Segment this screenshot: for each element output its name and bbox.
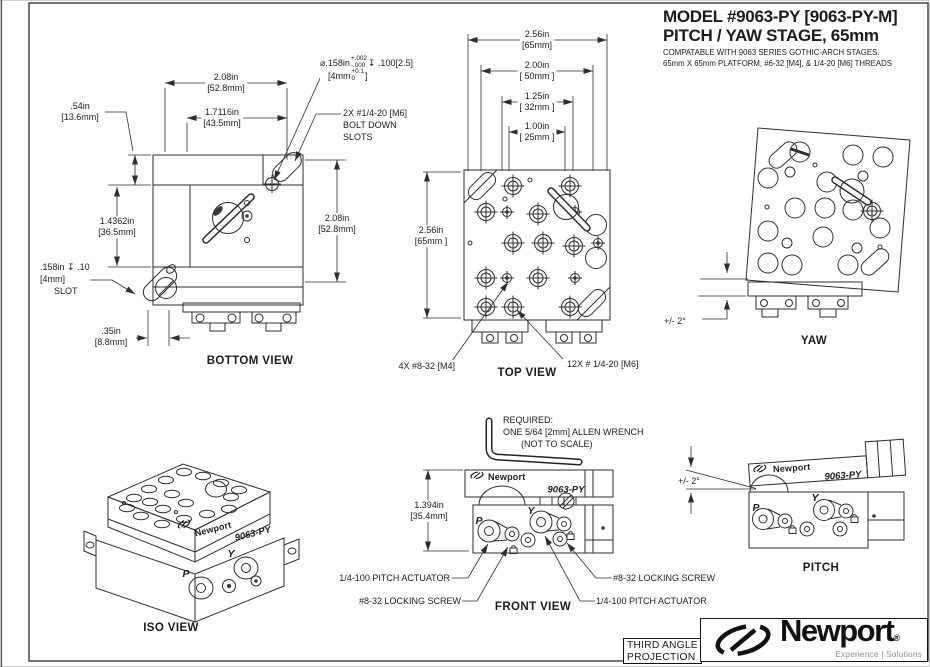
bottom-dim-offset: .54in [13.6mm] xyxy=(59,101,101,123)
bottom-dim-width-2: 1.7116in [43.5mm] xyxy=(201,107,243,129)
front-callout-lock-left: #8-32 LOCKING SCREW xyxy=(358,594,461,608)
top-view-label: TOP VIEW xyxy=(497,367,557,379)
yaw-view-label: YAW xyxy=(800,335,828,347)
pitch-knob-p-label: P xyxy=(752,502,760,514)
iso-knob-y-label: Y xyxy=(227,548,235,560)
title-note-1: COMPATABLE WITH 9063 SERIES GOTHIC-ARCH … xyxy=(663,48,880,58)
front-callout-lock-right: #8-32 LOCKING SCREW xyxy=(613,571,716,585)
title-block: MODEL #9063-PY [9063-PY-M] PITCH / YAW S… xyxy=(663,7,925,69)
front-callout-pitch-left: 1/4-100 PITCH ACTUATOR xyxy=(339,571,450,585)
product-title: PITCH / YAW STAGE, 65mm xyxy=(663,25,879,45)
front-callout-pitch-right: 1/4-100 PITCH ACTUATOR xyxy=(596,594,707,608)
title-note-2: 65mm X 65mm PLATFORM, #6-32 [M4], & 1/4-… xyxy=(663,58,892,68)
model-title: MODEL #9063-PY [9063-PY-M] xyxy=(663,7,898,26)
newport-swoosh-icon xyxy=(715,623,771,657)
pitch-knob-y-label: Y xyxy=(811,492,819,504)
front-view-linework xyxy=(464,417,614,554)
front-view-brand-swoosh-icon xyxy=(469,471,485,480)
bottom-hole-callout: ⌀.158in +.002 -.000 ↧ .100[2.5] [4mm +0.… xyxy=(320,55,413,83)
front-dim-height: 1.394in [35.4mm] xyxy=(408,500,450,522)
bottom-dim-height-right: 2.08in [52.8mm] xyxy=(316,213,358,235)
bottom-dim-width: 2.08in [52.8mm] xyxy=(205,72,247,94)
front-model: 9063-PY xyxy=(547,484,585,496)
newport-wordmark: Newport® xyxy=(780,613,901,648)
front-knob-y-label: Y xyxy=(527,505,535,517)
registered-mark: ® xyxy=(893,633,901,643)
top-note-m4: 4X #8-32 [M4] xyxy=(398,359,455,373)
bottom-view-linework xyxy=(142,152,304,332)
front-view-dimensions xyxy=(423,469,612,602)
top-dim-side: 2.56in [65mm ] xyxy=(412,225,450,247)
top-view-linework xyxy=(463,169,611,344)
title-notes: COMPATABLE WITH 9063 SERIES GOTHIC-ARCH … xyxy=(663,48,925,69)
bottom-slot-note: .158in ↧ .10 [4mm] SLOT xyxy=(40,261,90,298)
bottom-dim-foot: .35in [8.8mm] xyxy=(92,326,130,348)
iso-view-label: ISO VIEW xyxy=(143,622,199,634)
newport-tagline: Experience | Solutions xyxy=(835,649,922,659)
iso-knob-p-label: P xyxy=(182,568,190,580)
yaw-view-linework xyxy=(745,127,911,318)
pitch-view-angle-callout xyxy=(685,446,757,514)
top-note-m6: 12X # 1/4-20 [M6] xyxy=(567,357,639,371)
top-dim-50: 2.00in [ 50mm ] xyxy=(517,60,557,82)
top-dim-65: 2.56in [65mm] xyxy=(519,29,555,51)
pitch-view-linework xyxy=(747,438,907,549)
front-view-label: FRONT VIEW xyxy=(494,601,572,613)
top-dim-32: 1.25in [ 32mm ] xyxy=(517,91,557,113)
front-brand: Newport xyxy=(488,472,526,482)
pitch-angle: +/- 2° xyxy=(678,474,700,488)
bottom-bolt-slot-note: 2X #1/4-20 [M6] BOLT DOWN SLOTS xyxy=(343,107,408,144)
pitch-view-label: PITCH xyxy=(802,562,840,574)
yaw-view-angle-callout xyxy=(698,252,748,320)
top-dim-25: 1.00in [ 25mm ] xyxy=(517,121,557,143)
yaw-angle: +/- 2° xyxy=(664,314,686,328)
front-required-note: REQUIRED: ONE 5/64 [2mm] ALLEN WRENCH (N… xyxy=(503,415,644,450)
newport-logo-box: Newport® Experience | Solutions xyxy=(700,613,928,662)
bottom-dim-height: 1.4362in [36.5mm] xyxy=(96,216,138,238)
iso-view-linework xyxy=(83,463,300,623)
bottom-view-label: BOTTOM VIEW xyxy=(206,355,294,367)
front-knob-p-label: P xyxy=(475,515,483,527)
third-angle-projection-box: THIRD ANGLE PROJECTION xyxy=(623,638,702,664)
